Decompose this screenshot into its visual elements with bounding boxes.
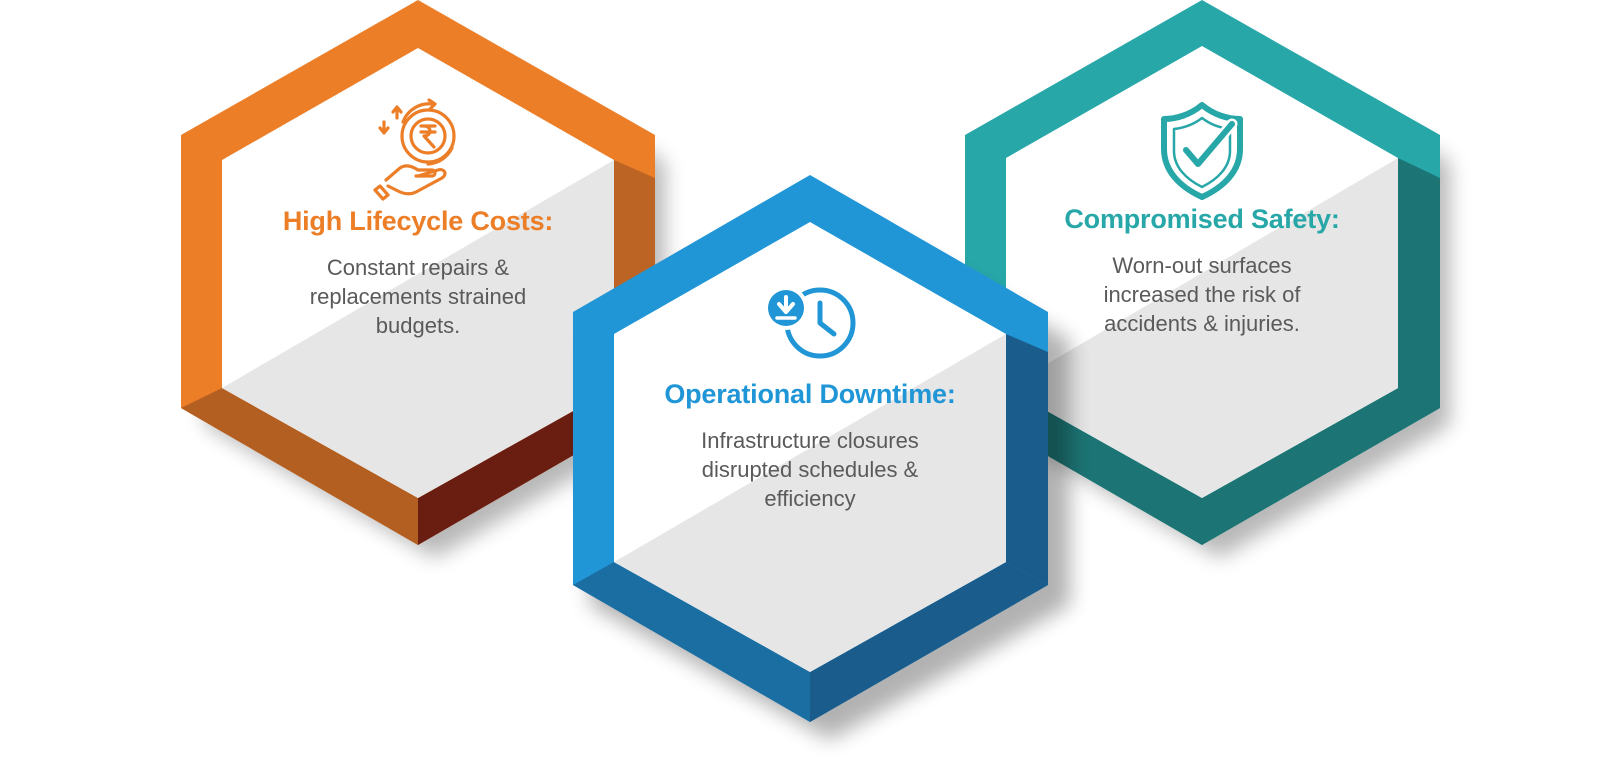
hexagon-downtime-inner-edge: [1006, 334, 1048, 585]
shield-check-icon: [1161, 102, 1243, 200]
rupee-hand-cycle-icon: [373, 98, 456, 201]
hexagon-safety: [965, 0, 1450, 558]
hexagon-lifecycle-frame-shade-left: [181, 388, 418, 545]
hexagon-lifecycle-face-shade: [222, 160, 614, 498]
hexagon-safety-inner-edge: [1398, 158, 1440, 408]
hexagon-safety-frame-shade-right: [1202, 388, 1440, 545]
hexagon-downtime: [573, 175, 1070, 740]
hexagon-lifecycle: [181, 0, 665, 558]
hexagon-downtime-frame-shade-right: [810, 562, 1048, 722]
hexagon-safety-face-shade: [1006, 158, 1398, 498]
hexagon-downtime-face-shade: [614, 334, 1006, 672]
clock-download-icon: [764, 286, 856, 359]
hexagon-downtime-frame-shade-left: [573, 562, 810, 722]
